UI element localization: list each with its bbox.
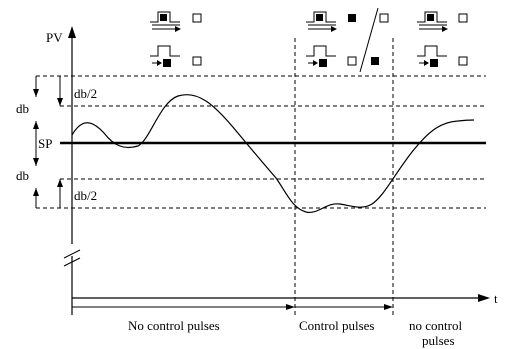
alternation-slash [359, 7, 379, 73]
down-pulse-icon [306, 45, 336, 67]
down-status-filled-icon [371, 57, 379, 65]
phase-label-no-pulses: No control pulses [128, 318, 220, 333]
process-value-curve [71, 94, 475, 214]
deadband-arrows [33, 76, 63, 208]
y-axis-label: PV [46, 30, 63, 45]
x-axis: t [72, 291, 498, 306]
down-pulse-icon [417, 45, 447, 67]
x-axis-label: t [494, 291, 498, 306]
down-pulse-icon [150, 45, 180, 67]
phase-label-control-pulses: Control pulses [299, 318, 374, 333]
indicator-group-no-pulses-end [417, 11, 468, 67]
phase-boundaries [294, 38, 394, 316]
lower-deadband-label: db [16, 168, 29, 183]
up-pulse-icon [150, 11, 181, 32]
upper-half-deadband-label: db/2 [74, 86, 97, 101]
down-status-empty-icon [458, 56, 468, 66]
upper-deadband-label: db [16, 101, 29, 116]
indicator-group-pulses [306, 7, 389, 73]
down-status-empty-icon [192, 56, 202, 66]
deadband-lines [36, 75, 486, 209]
up-status-empty-icon [379, 13, 389, 23]
up-pulse-icon [417, 11, 448, 32]
indicator-group-no-pulses [150, 11, 202, 67]
setpoint-label: SP [38, 136, 52, 151]
phase-label-no-pulses-end-line1: no control [409, 318, 462, 333]
up-status-filled-icon [348, 14, 356, 22]
up-pulse-icon [306, 11, 337, 32]
phase-label-no-pulses-end-line2: pulses [422, 333, 455, 348]
lower-half-deadband-label: db/2 [74, 188, 97, 203]
down-status-empty-icon [347, 56, 357, 66]
phase-duration-arrows [72, 304, 393, 310]
up-status-empty-icon [192, 13, 202, 23]
up-status-empty-icon [458, 13, 468, 23]
y-axis: PV [46, 26, 81, 315]
